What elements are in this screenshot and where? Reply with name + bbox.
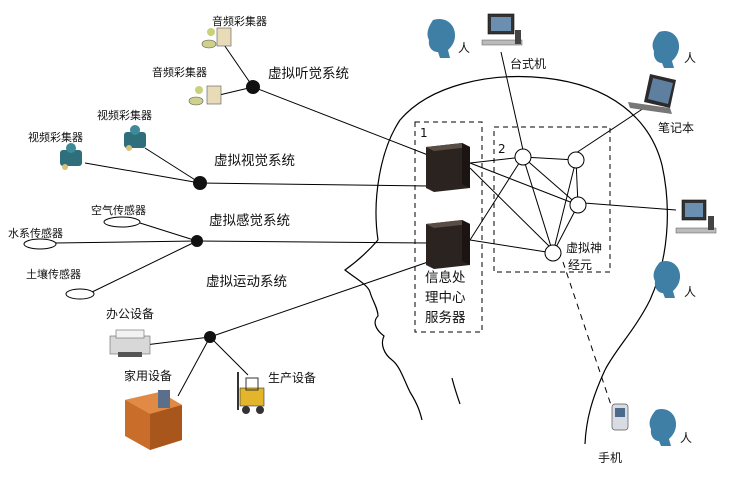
home-device-label: 家用设备 [124,369,173,383]
office-device-label: 办公设备 [106,307,155,321]
audio-collector-icon [201,27,232,49]
person-head-icon [649,408,677,446]
person-head-icon [653,260,681,298]
laptop-icon [628,74,676,114]
water-sensor-shape [23,238,57,250]
server-unit-bottom [426,220,470,269]
water-sensor-label: 水系传感器 [8,227,63,240]
head-outline [344,75,668,445]
desktop-label: 台式机 [510,57,547,71]
neuron-nodes [514,148,587,262]
audio-collector-icon [188,85,222,106]
audio-collector-label: 音频彩集器 [152,66,207,79]
motion-hub [204,331,216,343]
neuron-node [569,196,587,214]
home-device-box-icon [125,390,182,450]
server-label-line1: 信息处 [425,270,466,286]
phone-label: 手机 [598,451,623,465]
air-sensor-shape [103,216,141,228]
desktop-computer-icon [675,199,717,234]
person-head-icon [427,18,456,58]
person-head-icon [652,30,680,69]
forklift-icon [237,372,265,414]
video-collector-icon [124,125,146,151]
hub-dots [191,80,260,343]
neuron-node [567,151,585,169]
neuron-box-number: 2 [498,142,506,156]
soil-sensor-shape [65,288,95,300]
virtual-vision-label: 虚拟视觉系统 [214,153,295,169]
mobile-phone-icon [611,403,629,431]
server-box-number: 1 [420,126,428,140]
server-unit-top [426,143,470,192]
video-collector-icon [60,143,82,170]
laptop-label: 笔记本 [658,121,695,135]
virtual-motion-label: 虚拟运动系统 [206,274,287,290]
virtual-sensing-label: 虚拟感觉系统 [209,213,290,229]
air-sensor-label: 空气传感器 [91,204,146,217]
audio-collector-label: 音频彩集器 [212,15,267,28]
virtual-hearing-label: 虚拟听觉系统 [268,66,349,82]
server-dashed-box [414,121,483,333]
person-label: 人 [680,431,693,445]
soil-sensor-label: 土壤传感器 [26,268,81,281]
sensing-hub [191,235,203,247]
neuron-node [514,148,532,166]
server-label-line2: 理中心 [425,290,466,306]
production-device-label: 生产设备 [268,371,317,385]
person-label: 人 [684,51,697,65]
neuron-label-line2: 经元 [568,258,593,272]
video-collector-label: 视频彩集器 [28,131,83,144]
neuron-label-line1: 虚拟神 [566,241,603,255]
neuron-dashed-box [493,126,611,273]
printer-icon [109,329,151,357]
video-collector-label: 视频彩集器 [97,109,152,122]
vision-hub [193,176,207,190]
desktop-computer-icon [481,13,523,46]
hearing-hub [246,80,260,94]
server-label-line3: 服务器 [425,310,466,326]
neuron-node [544,244,562,262]
person-label: 人 [458,41,471,55]
person-label: 人 [684,285,697,299]
sensor-ellipses [23,216,141,300]
